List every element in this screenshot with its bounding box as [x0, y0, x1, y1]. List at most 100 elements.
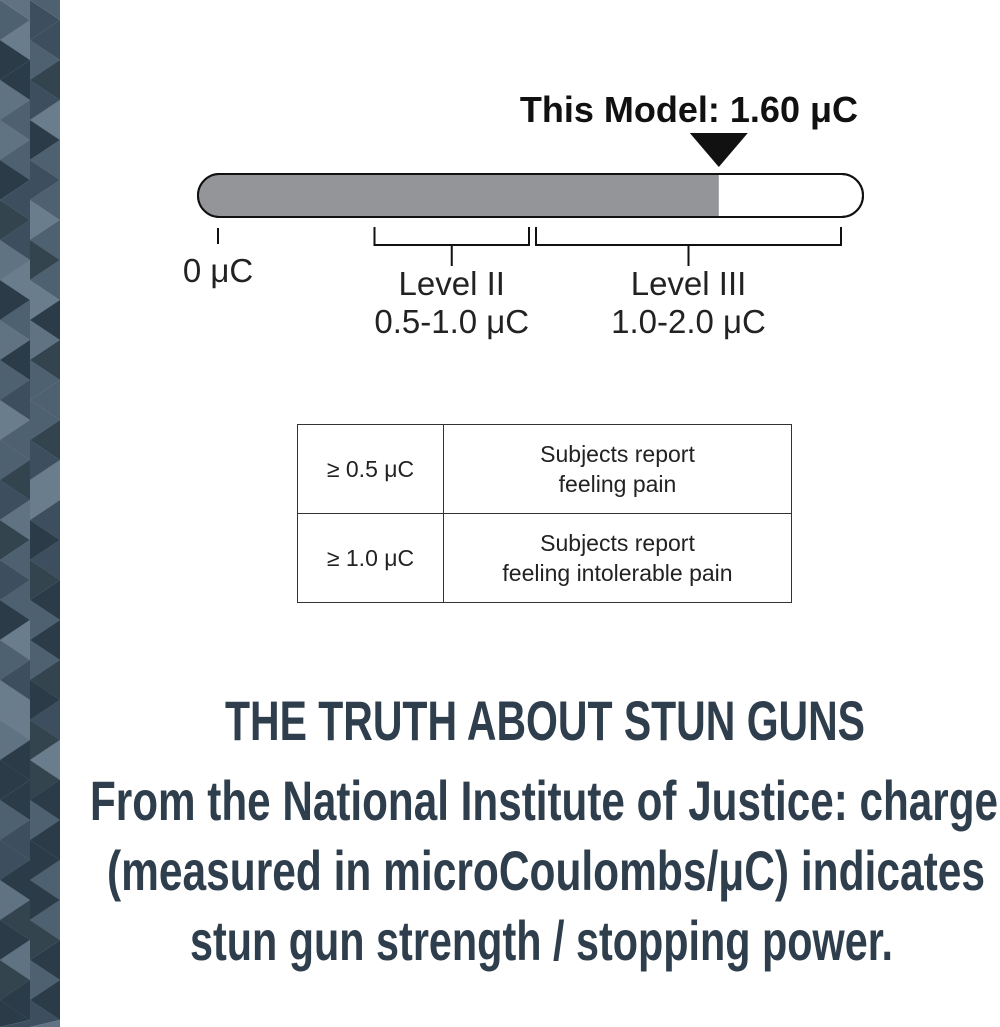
- pattern-triangle: [0, 80, 30, 120]
- pattern-triangle: [30, 520, 60, 560]
- heading-line-2: (measured in microCoulombs/μC) indicates: [107, 839, 985, 902]
- pattern-triangle: [30, 640, 60, 680]
- gauge-fill: [199, 175, 719, 216]
- pattern-triangle: [30, 920, 60, 960]
- pattern-triangle: [0, 960, 30, 1000]
- pattern-triangle: [30, 700, 60, 740]
- pattern-triangle: [0, 260, 30, 300]
- pattern-triangle: [30, 20, 60, 60]
- pattern-triangle: [0, 460, 30, 500]
- pattern-triangle: [30, 360, 60, 400]
- pattern-triangle: [30, 740, 60, 780]
- pattern-triangle: [30, 200, 60, 240]
- pattern-triangle: [0, 20, 30, 60]
- pattern-triangle: [30, 80, 60, 120]
- heading-line-1: From the National Institute of Justice: …: [90, 769, 998, 832]
- pattern-triangle: [30, 340, 60, 380]
- pattern-triangle: [0, 220, 30, 260]
- heading-block: THE TRUTH ABOUT STUN GUNS From the Natio…: [90, 689, 998, 972]
- pattern-triangle: [30, 660, 60, 700]
- pattern-triangle: [30, 580, 60, 620]
- effect-line: Subjects report: [540, 530, 695, 556]
- pattern-triangle: [0, 980, 30, 1020]
- pattern-triangle: [30, 320, 60, 360]
- pattern-triangle: [30, 140, 60, 180]
- heading-title: THE TRUTH ABOUT STUN GUNS: [225, 689, 865, 752]
- pattern-triangle: [0, 940, 30, 980]
- pattern-triangle: [30, 440, 60, 480]
- pattern-triangle: [0, 1000, 30, 1027]
- pattern-triangle: [0, 420, 30, 460]
- pattern-triangle: [30, 840, 60, 880]
- pattern-triangle: [30, 60, 60, 100]
- pattern-triangle: [0, 0, 30, 20]
- effect-line: feeling intolerable pain: [502, 560, 733, 586]
- pattern-triangle: [30, 40, 60, 80]
- level-2-bracket: [373, 227, 530, 266]
- pattern-triangle: [0, 320, 30, 360]
- pattern-triangle: [30, 380, 60, 420]
- level-2-name: Level II: [398, 265, 505, 302]
- pattern-triangle: [0, 100, 30, 140]
- pattern-triangle: [30, 120, 60, 160]
- triangle-pattern-border: [0, 0, 60, 1027]
- pattern-triangle: [30, 220, 60, 260]
- level-2-range: 0.5-1.0 μC: [374, 303, 530, 340]
- pattern-triangle: [30, 800, 60, 840]
- level-2-label: Level II 0.5-1.0 μC: [374, 265, 529, 341]
- pattern-triangle: [0, 240, 30, 280]
- pattern-triangle: [0, 380, 30, 420]
- pattern-triangle: [0, 820, 30, 860]
- pattern-triangle: [0, 560, 30, 600]
- pattern-triangle: [30, 240, 60, 280]
- pattern-triangle: [0, 800, 30, 840]
- pattern-triangle: [0, 660, 30, 700]
- level-3-label: Level III 1.0-2.0 μC: [611, 265, 766, 341]
- pattern-triangle: [0, 360, 30, 400]
- pattern-triangle: [0, 120, 30, 160]
- pattern-triangle: [30, 780, 60, 820]
- pattern-triangle: [30, 600, 60, 640]
- pattern-triangle: [0, 60, 30, 100]
- pattern-triangle: [0, 740, 30, 780]
- pattern-triangle: [30, 880, 60, 920]
- heading-line-3: stun gun strength / stopping power.: [190, 909, 893, 972]
- pattern-triangle: [0, 1020, 30, 1027]
- pattern-triangle: [0, 160, 30, 200]
- pattern-triangle: [30, 100, 60, 140]
- pattern-triangle: [0, 0, 30, 40]
- pattern-triangle: [0, 180, 30, 220]
- this-model-label: This Model: 1.60 μC: [520, 89, 858, 130]
- pattern-triangle: [30, 280, 60, 320]
- pattern-triangle: [30, 480, 60, 520]
- pattern-triangle: [0, 620, 30, 660]
- pattern-triangle: [30, 160, 60, 200]
- pattern-triangle: [0, 860, 30, 900]
- table-row: ≥ 1.0 μC Subjects report feeling intolera…: [297, 513, 792, 603]
- level-3-name: Level III: [630, 265, 747, 302]
- pattern-triangle: [0, 440, 30, 480]
- pattern-triangle: [0, 40, 30, 80]
- pattern-triangle: [0, 720, 30, 760]
- threshold-cell: ≥ 1.0 μC: [297, 513, 444, 603]
- pattern-triangle: [0, 340, 30, 380]
- pattern-triangle: [30, 540, 60, 580]
- pattern-triangle: [30, 820, 60, 860]
- level-3-bracket: [535, 227, 842, 266]
- pattern-triangle: [0, 520, 30, 560]
- pattern-triangle: [30, 0, 60, 20]
- pattern-triangle: [30, 1000, 60, 1027]
- pattern-triangle: [0, 680, 30, 720]
- pattern-triangle: [30, 0, 60, 40]
- threshold-cell: ≥ 0.5 μC: [297, 424, 444, 514]
- pattern-triangle: [30, 560, 60, 600]
- pattern-triangle: [30, 1020, 60, 1027]
- pattern-triangle: [0, 840, 30, 880]
- pattern-triangle: [30, 720, 60, 760]
- effect-cell: Subjects report feeling intolerable pain: [443, 513, 792, 603]
- pattern-triangle: [30, 460, 60, 500]
